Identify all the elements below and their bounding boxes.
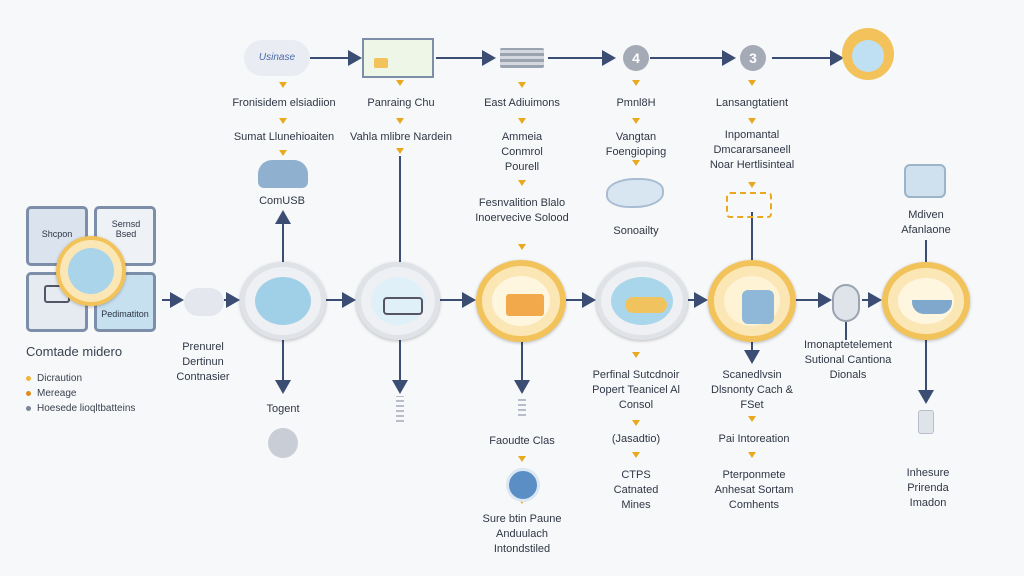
process-node-4 [596, 262, 688, 340]
satellite-icon [606, 178, 664, 208]
team-icon [742, 290, 774, 324]
quad-label: Shcpon [41, 229, 73, 239]
legend-item: Mereage [26, 387, 76, 401]
column-5-label: Inpomantal Dmcararsaneell Noar Hertlisin… [709, 129, 795, 171]
boat-icon [912, 300, 952, 314]
column-4-label: Pmnl8H [616, 97, 656, 109]
bottom-label: Faoudte Clas [489, 435, 555, 447]
bottom-label: Togent [266, 403, 300, 415]
legend-item: Dicraution [26, 372, 82, 386]
step-number-badge: 3 [740, 45, 766, 71]
letter-e-icon [268, 428, 298, 458]
column-2-label: Vahla mlibre Nardein [350, 131, 452, 143]
process-node-6 [882, 262, 970, 340]
step-number-badge: 4 [623, 45, 649, 71]
process-node-5 [708, 260, 796, 342]
user-cloud-icon [184, 288, 224, 316]
bottom-label: Prenurel Dertinun Contnasier [176, 341, 230, 383]
bus-icon [383, 297, 423, 315]
column-3-label: East Adiuimons [484, 97, 560, 109]
bottom-label: CTPS Catnated Mines [613, 469, 659, 511]
column-6-label: Mdiven Afanlaone [901, 209, 951, 236]
cloud-node: Usinase [244, 40, 310, 76]
building-icon [506, 294, 544, 316]
bottom-label: Scanedlvsin Dlsnonty Cach & FSet [711, 369, 793, 411]
person-avatar-icon [842, 28, 894, 80]
column-1-label: ComUSB [259, 195, 305, 207]
left-panel-title: Comtade midero [26, 344, 123, 359]
column-4-label: Vangtan Foengioping [605, 131, 667, 158]
bottom-label: Pterponmete Anhesat Sortam Comhents [714, 469, 794, 511]
bottom-label: (Jasadtio) [611, 433, 661, 445]
column-3-label: Fesnvalition Blalo Inoervecive Solood [475, 197, 569, 224]
document-stack-icon [904, 164, 946, 198]
column-5-label: Lansangtatient [715, 97, 789, 109]
bottom-label: Pai Intoreation [718, 433, 790, 445]
capsule-icon [832, 284, 860, 322]
column-3-label: Ammeia Conmrol Pourell [501, 131, 543, 173]
bottom-label: Imonaptetelement Sutional Cantiona Diona… [803, 339, 893, 381]
column-1-label: Fronisidem elsiadiion [232, 97, 336, 109]
screen-icon [362, 38, 434, 78]
server-rack-icon [500, 48, 544, 68]
legend-item: Hoesede lioqltbatteins [26, 402, 135, 416]
badge-icon [506, 468, 540, 502]
bottom-label: Sure btin Paune Anduulach Intondstiled [482, 513, 562, 555]
cloud-stack-icon [258, 160, 308, 188]
coins-icon [625, 297, 667, 313]
center-hub-icon [56, 236, 126, 306]
quad-label: Sernsd Bsed [111, 219, 141, 239]
column-1-label: Sumat Llunehioaiten [233, 131, 335, 143]
bottom-label: Inhesure Prirenda Imadon [906, 467, 950, 509]
cloud-label: Usinase [258, 52, 296, 63]
bottom-label: Perfinal Sutcdnoir Popert Teanicel Al Co… [592, 369, 680, 411]
process-node-3 [476, 260, 566, 342]
process-node-2 [356, 262, 440, 340]
column-4-label: Sonoailty [613, 225, 659, 237]
column-2-label: Panraing Chu [367, 97, 435, 109]
dots-icon [518, 396, 526, 416]
process-node-1 [240, 262, 326, 340]
network-icon [726, 192, 772, 218]
bottle-icon [918, 410, 934, 434]
quad-label: Pedimatiton [101, 309, 149, 319]
dots-icon [396, 396, 404, 422]
